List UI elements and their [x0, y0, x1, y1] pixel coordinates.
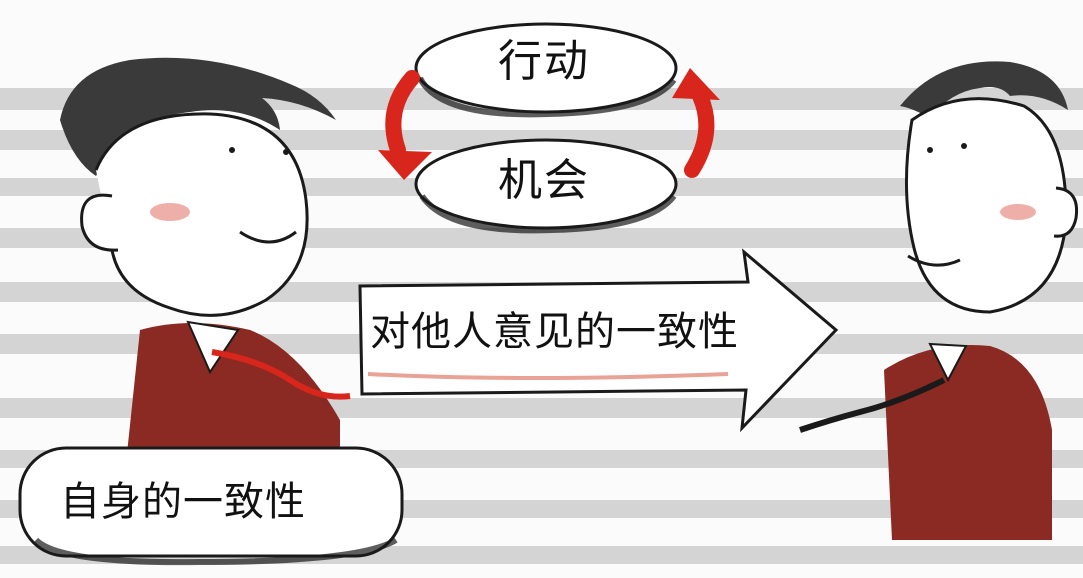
opportunity-bubble [414, 138, 678, 234]
action-label: 行动 [498, 36, 590, 87]
consensus-arrow-icon [358, 248, 839, 433]
cycle-arrow-right-icon [672, 68, 720, 178]
right-person [799, 61, 1079, 540]
self-consistency-label: 自身的一致性 [60, 479, 306, 525]
consensus-with-others-label: 对他人意见的一致性 [370, 309, 739, 355]
opportunity-label: 机会 [498, 155, 590, 206]
cycle-arrow-left-icon [378, 70, 432, 180]
action-bubble [414, 22, 678, 118]
self-consistency-bubble [18, 446, 404, 566]
